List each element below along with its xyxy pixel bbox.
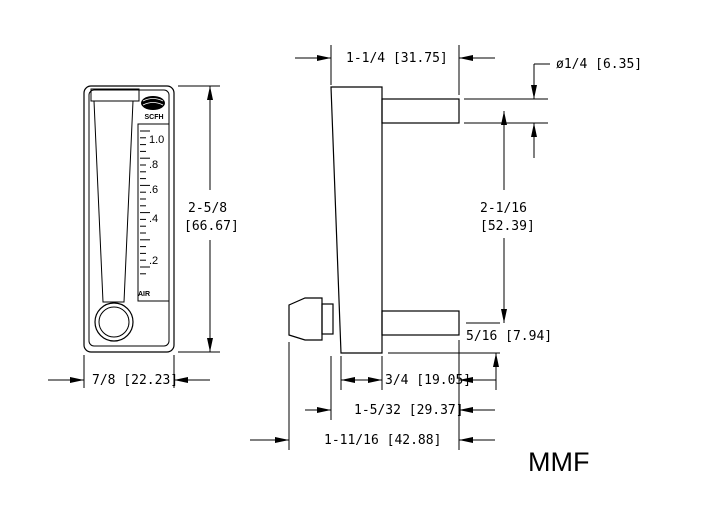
front-view: SCFH AIR 1.0 .8 .6 .4 .2 bbox=[83, 85, 175, 353]
dim-front-width: 7/8 [22.23] bbox=[48, 355, 210, 388]
dim-overall-depth: 1-11/16 [42.88] bbox=[250, 342, 495, 450]
port-diameter-label: ø1/4 [6.35] bbox=[556, 57, 642, 72]
side-view bbox=[288, 86, 460, 354]
top-port bbox=[381, 98, 460, 124]
scale-label-0.2: .2 bbox=[149, 255, 158, 267]
bottom-port bbox=[381, 310, 460, 336]
dim-depth-mid: 1-5/32 [29.37] bbox=[305, 340, 495, 450]
port-spacing-label-mm: [52.39] bbox=[480, 219, 535, 234]
side-body bbox=[330, 86, 383, 354]
dim-front-height: 2-5/8 [66.67] bbox=[178, 85, 239, 353]
flow-tube bbox=[93, 100, 134, 303]
scale-unit: SCFH bbox=[144, 114, 163, 121]
adjust-knob bbox=[288, 297, 323, 341]
side-top-label: 1-1/4 [31.75] bbox=[346, 51, 448, 66]
outer-frame bbox=[83, 85, 175, 353]
scale-label-0.8: .8 bbox=[149, 159, 158, 171]
dim-side-top: 1-1/4 [31.75] bbox=[295, 45, 495, 95]
front-height-label-mm: [66.67] bbox=[184, 219, 239, 234]
top-cap bbox=[90, 88, 140, 102]
knob-stem bbox=[321, 303, 334, 335]
scale-ticks bbox=[140, 130, 150, 275]
body-depth-label: 3/4 [19.05] bbox=[385, 373, 471, 388]
model-label: MMF bbox=[528, 447, 589, 477]
dim-port-diameter: ø1/4 [6.35] bbox=[464, 57, 642, 158]
brand-logo-mark bbox=[142, 98, 164, 106]
front-width-label: 7/8 [22.23] bbox=[92, 373, 178, 388]
dim-bottom-offset: 5/16 [7.94] bbox=[388, 322, 552, 390]
port-spacing-label-inch: 2-1/16 bbox=[480, 201, 527, 216]
scale-label-0.6: .6 bbox=[149, 184, 158, 196]
dim-body-depth: 3/4 [19.05] bbox=[340, 356, 496, 390]
scale-medium: AIR bbox=[138, 291, 150, 298]
overall-depth-label: 1-11/16 [42.88] bbox=[324, 433, 441, 448]
depth-mid-label: 1-5/32 [29.37] bbox=[354, 403, 464, 418]
front-height-label-inch: 2-5/8 bbox=[188, 201, 227, 216]
dim-port-spacing: 2-1/16 [52.39] bbox=[480, 111, 535, 323]
scale-label-1.0: 1.0 bbox=[149, 134, 164, 146]
bottom-offset-label: 5/16 [7.94] bbox=[466, 329, 552, 344]
scale-panel bbox=[137, 123, 170, 302]
float-ball-outer bbox=[94, 302, 134, 342]
scale-label-0.4: .4 bbox=[149, 213, 158, 225]
float-ball-inner bbox=[98, 306, 130, 338]
